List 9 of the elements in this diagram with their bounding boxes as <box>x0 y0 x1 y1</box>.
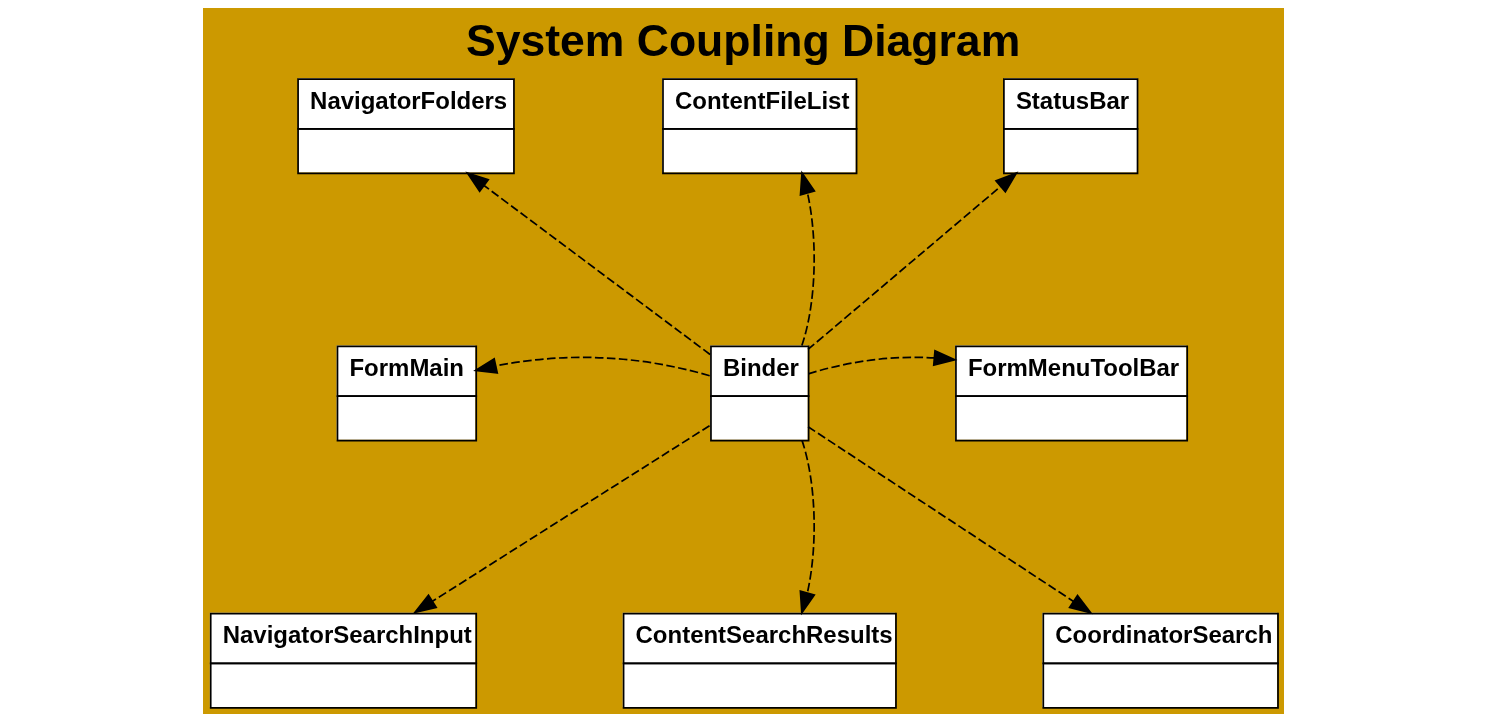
arrow <box>464 171 711 356</box>
arrow <box>806 349 957 375</box>
arrow <box>472 356 711 377</box>
arrow <box>806 171 1018 351</box>
arrow <box>412 424 710 614</box>
arrow <box>798 439 816 616</box>
arrow <box>799 170 816 347</box>
arrow <box>806 425 1093 615</box>
diagram-title: System Coupling Diagram <box>465 15 1020 65</box>
